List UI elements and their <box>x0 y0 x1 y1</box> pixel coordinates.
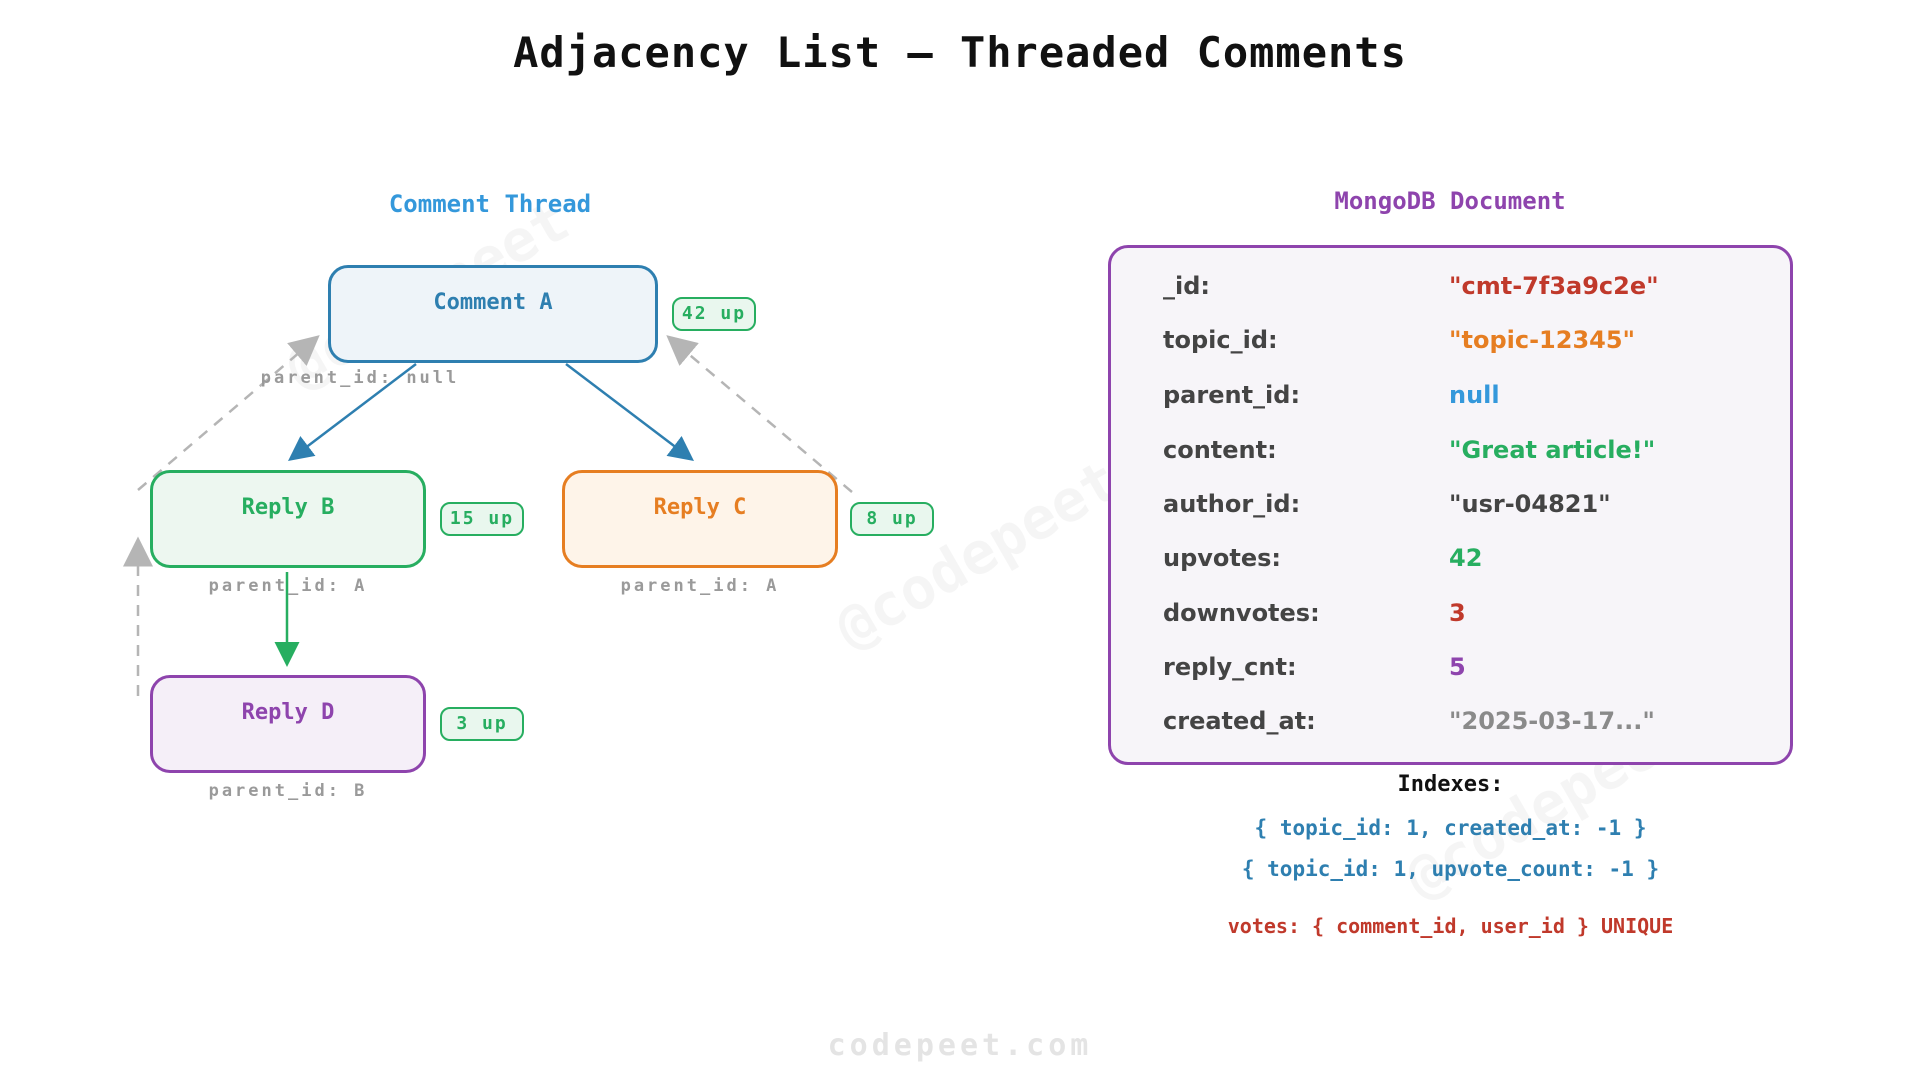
field-value: "Great article!" <box>1449 436 1656 464</box>
field-key: downvotes: <box>1163 599 1320 627</box>
indexes-label: Indexes: <box>1397 772 1504 797</box>
index-definition: { topic_id: 1, created_at: -1 } <box>1254 816 1647 840</box>
field-key: author_id: <box>1163 490 1301 518</box>
node-reply-d: Reply D <box>150 675 426 773</box>
field-value: 42 <box>1449 544 1483 572</box>
upvote-badge: 8 up <box>850 502 934 536</box>
field-key: created_at: <box>1163 707 1316 735</box>
field-row-upvotes: upvotes: 42 <box>1111 544 1790 584</box>
field-key: _id: <box>1163 272 1211 300</box>
field-key: topic_id: <box>1163 326 1278 354</box>
field-key: upvotes: <box>1163 544 1282 572</box>
parent-id-label: parent_id: A <box>208 576 368 596</box>
node-reply-b: Reply B <box>150 470 426 568</box>
field-row-reply-cnt: reply_cnt: 5 <box>1111 653 1790 693</box>
mongodb-document: _id: "cmt-7f3a9c2e" topic_id: "topic-123… <box>1108 245 1793 765</box>
upvote-badge: 42 up <box>672 297 756 331</box>
parent-id-label: parent_id: B <box>208 781 368 801</box>
edge-a-to-c <box>565 363 694 462</box>
field-row-id: _id: "cmt-7f3a9c2e" <box>1111 272 1790 312</box>
field-value: "cmt-7f3a9c2e" <box>1449 272 1659 300</box>
field-value: 3 <box>1449 599 1466 627</box>
node-label: Reply D <box>241 700 335 725</box>
field-value: "usr-04821" <box>1449 490 1611 518</box>
comment-thread-title: Comment Thread <box>388 190 592 218</box>
node-label: Comment A <box>433 290 553 315</box>
unique-constraint: votes: { comment_id, user_id } UNIQUE <box>1227 914 1674 938</box>
mongodb-document-title: MongoDB Document <box>1334 187 1566 215</box>
field-value: "topic-12345" <box>1449 326 1636 354</box>
parent-id-label: parent_id: null <box>260 368 460 388</box>
node-label: Reply C <box>653 495 747 520</box>
field-value: null <box>1449 381 1500 409</box>
field-value: 5 <box>1449 653 1466 681</box>
field-key: parent_id: <box>1163 381 1301 409</box>
node-comment-a: Comment A <box>328 265 658 363</box>
field-row-author-id: author_id: "usr-04821" <box>1111 490 1790 530</box>
field-key: reply_cnt: <box>1163 653 1297 681</box>
upvote-badge: 15 up <box>440 502 524 536</box>
edge-a-to-b <box>288 363 417 462</box>
field-row-downvotes: downvotes: 3 <box>1111 599 1790 639</box>
field-row-content: content: "Great article!" <box>1111 436 1790 476</box>
field-row-created-at: created_at: "2025-03-17..." <box>1111 707 1790 747</box>
page-title: Adjacency List — Threaded Comments <box>513 28 1407 77</box>
node-reply-c: Reply C <box>562 470 838 568</box>
field-value: "2025-03-17..." <box>1449 707 1655 735</box>
node-label: Reply B <box>241 495 335 520</box>
parent-ref-b-to-a <box>137 335 320 491</box>
parent-id-label: parent_id: A <box>620 576 780 596</box>
upvote-badge: 3 up <box>440 707 524 741</box>
index-definition: { topic_id: 1, upvote_count: -1 } <box>1241 857 1660 881</box>
footer-watermark: codepeet.com <box>827 1028 1093 1063</box>
field-key: content: <box>1163 436 1277 464</box>
field-row-topic-id: topic_id: "topic-12345" <box>1111 326 1790 366</box>
field-row-parent-id: parent_id: null <box>1111 381 1790 421</box>
